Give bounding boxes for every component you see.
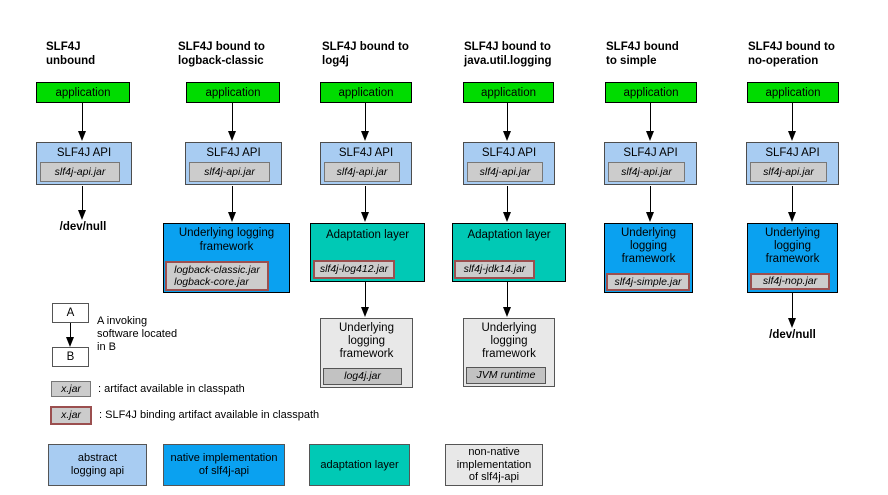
slf4j-api-box: SLF4J API slf4j-api.jar xyxy=(36,142,132,185)
application-box: application xyxy=(320,82,412,103)
arrow-down-icon xyxy=(787,103,796,141)
application-box: application xyxy=(747,82,839,103)
underlying-framework-box: Underlying logging framework JVM runtime xyxy=(463,318,555,387)
column-logback-title: SLF4J bound to logback-classic xyxy=(178,41,265,67)
slf4j-jdk14-jar-box: slf4j-jdk14.jar xyxy=(454,260,535,279)
legend-binding-jar-box: x.jar xyxy=(50,406,92,425)
application-box: application xyxy=(36,82,130,103)
arrow-down-icon xyxy=(77,103,86,141)
slf4j-api-jar-box: slf4j-api.jar xyxy=(324,162,400,182)
slf4j-api-label: SLF4J API xyxy=(56,147,112,159)
legend-artifact-jar-box: x.jar xyxy=(51,381,91,397)
dev-null-label: /dev/null xyxy=(59,221,107,233)
slf4j-api-label: SLF4J API xyxy=(338,147,394,159)
application-box: application xyxy=(186,82,280,103)
underlying-framework-label: Underlying logging framework xyxy=(178,227,275,253)
slf4j-api-jar-box: slf4j-api.jar xyxy=(750,162,827,182)
underlying-framework-label: Underlying logging framework xyxy=(339,322,394,360)
adaptation-layer-label: Adaptation layer xyxy=(325,229,410,241)
application-box: application xyxy=(463,82,554,103)
legend-type-native-impl: native implementation of slf4j-api xyxy=(163,444,285,486)
column-log4j-title: SLF4J bound to log4j xyxy=(322,41,409,67)
column-simple-title: SLF4J bound to simple xyxy=(606,41,679,67)
arrow-down-icon xyxy=(65,323,74,347)
arrow-down-icon xyxy=(502,103,511,141)
arrow-down-icon xyxy=(360,282,369,317)
underlying-framework-box: Underlying logging framework slf4j-simpl… xyxy=(604,223,693,293)
underlying-framework-box: Underlying logging framework log4j.jar xyxy=(320,318,413,388)
adaptation-layer-box: Adaptation layer slf4j-log412.jar xyxy=(310,223,425,282)
slf4j-api-box: SLF4J API slf4j-api.jar xyxy=(185,142,282,185)
underlying-framework-label: Underlying logging framework xyxy=(621,227,676,265)
arrow-down-icon xyxy=(77,186,86,220)
slf4j-api-jar-box: slf4j-api.jar xyxy=(608,162,685,182)
underlying-framework-label: Underlying logging framework xyxy=(765,227,820,265)
adaptation-layer-label: Adaptation layer xyxy=(467,229,551,241)
slf4j-api-box: SLF4J API slf4j-api.jar xyxy=(604,142,697,185)
arrow-down-icon xyxy=(787,186,796,222)
slf4j-api-label: SLF4J API xyxy=(623,147,678,159)
arrow-down-icon xyxy=(502,282,511,317)
legend-binding-caption: : SLF4J binding artifact available in cl… xyxy=(99,409,320,421)
slf4j-api-box: SLF4J API slf4j-api.jar xyxy=(320,142,412,185)
adaptation-layer-box: Adaptation layer slf4j-jdk14.jar xyxy=(452,223,566,282)
slf4j-api-label: SLF4J API xyxy=(481,147,537,159)
arrow-down-icon xyxy=(360,186,369,222)
log4j-jar-box: log4j.jar xyxy=(323,368,402,385)
slf4j-api-jar-box: slf4j-api.jar xyxy=(40,162,120,182)
application-box: application xyxy=(605,82,697,103)
legend-box-b: B xyxy=(52,347,89,367)
dev-null-label: /dev/null xyxy=(769,329,816,341)
underlying-framework-box: Underlying logging framework slf4j-nop.j… xyxy=(747,223,838,293)
slf4j-nop-jar-box: slf4j-nop.jar xyxy=(750,273,830,290)
arrow-down-icon xyxy=(227,186,236,222)
column-nop-title: SLF4J bound to no-operation xyxy=(748,41,835,67)
legend-invoke-caption: A invoking software located in B xyxy=(97,315,178,354)
jvm-runtime-box: JVM runtime xyxy=(466,367,546,384)
legend-box-a: A xyxy=(52,303,89,323)
slf4j-log4j-jar-box: slf4j-log412.jar xyxy=(313,260,395,279)
arrow-down-icon xyxy=(227,103,236,141)
arrow-down-icon xyxy=(360,103,369,141)
underlying-framework-box: Underlying logging framework logback-cla… xyxy=(163,223,290,293)
slf4j-api-label: SLF4J API xyxy=(765,147,820,159)
slf4j-api-box: SLF4J API slf4j-api.jar xyxy=(463,142,555,185)
legend-artifact-caption: : artifact available in classpath xyxy=(98,383,245,395)
underlying-framework-label: Underlying logging framework xyxy=(481,322,537,360)
legend-type-adaptation-layer: adaptation layer xyxy=(309,444,410,486)
logback-jars-box: logback-classic.jar logback-core.jar xyxy=(165,261,269,291)
arrow-down-icon xyxy=(645,103,654,141)
slf4j-api-box: SLF4J API slf4j-api.jar xyxy=(746,142,839,185)
arrow-down-icon xyxy=(502,186,511,222)
slf4j-api-label: SLF4J API xyxy=(206,147,261,159)
legend-type-non-native-impl: non-native implementation of slf4j-api xyxy=(445,444,543,486)
arrow-down-icon xyxy=(787,293,796,328)
slf4j-api-jar-box: slf4j-api.jar xyxy=(189,162,270,182)
legend-type-abstract-api: abstract logging api xyxy=(48,444,147,486)
column-jul-title: SLF4J bound to java.util.logging xyxy=(464,41,552,67)
slf4j-api-jar-box: slf4j-api.jar xyxy=(467,162,543,182)
column-unbound-title: SLF4J unbound xyxy=(46,41,96,67)
slf4j-simple-jar-box: slf4j-simple.jar xyxy=(606,273,690,291)
arrow-down-icon xyxy=(645,186,654,222)
